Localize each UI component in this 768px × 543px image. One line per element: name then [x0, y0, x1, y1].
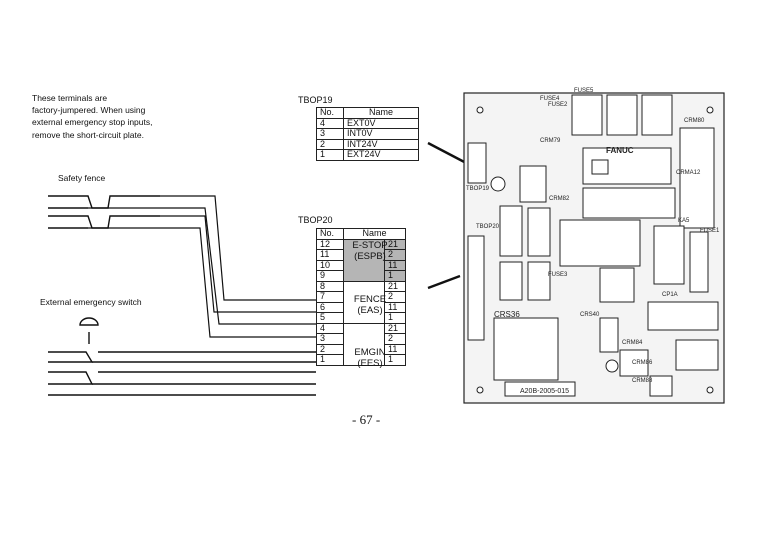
note-line-4: remove the short-circuit plate.	[32, 129, 144, 140]
row-no: 1	[316, 354, 344, 366]
emgin-name: EMGIN (EES)	[344, 347, 396, 369]
board-label-cp1a: CP1A	[662, 292, 678, 298]
circuit-board	[463, 92, 725, 404]
board-label-crma12: CRMA12	[676, 170, 701, 176]
row-no: 1	[316, 149, 344, 161]
table-header-row: No. Name	[316, 228, 406, 240]
pin-cell: 21	[384, 322, 406, 334]
row-no: 4	[316, 322, 344, 334]
row-no: 5	[316, 312, 344, 324]
external-switch-label: External emergency switch	[40, 297, 142, 307]
row-no: 9	[316, 270, 344, 282]
fence-wires	[88, 195, 316, 338]
jumper-note: These terminals are factory-jumpered. Wh…	[32, 92, 152, 141]
note-line-1: These terminals are	[32, 93, 108, 103]
group-name: EMGIN	[354, 347, 386, 358]
row-no: 3	[316, 333, 344, 345]
group-name: FENCE	[353, 294, 387, 305]
page-number: - 67 -	[352, 412, 381, 427]
row-no: 10	[316, 259, 344, 271]
pin-cell: 1	[384, 354, 406, 366]
col-name-header: Name	[343, 107, 419, 119]
board-label-fuse2: FUSE2	[548, 102, 568, 108]
tbop19-title: TBOP19	[298, 95, 333, 105]
board-label-fuse4: FUSE4	[540, 96, 560, 102]
row-name: EXT0V	[343, 117, 419, 129]
pin-cell: 2	[384, 333, 406, 345]
table-row: 8 21	[316, 280, 406, 324]
note-line-2: factory-jumpered. When using	[32, 105, 146, 116]
col-no-header: No.	[316, 228, 344, 240]
row-no: 4	[316, 117, 344, 129]
board-label-fuse3: FUSE3	[548, 272, 568, 278]
pin-cell: 21	[384, 280, 406, 292]
board-label-tbop20: TBOP20	[476, 224, 500, 230]
board-label-tbop19: TBOP19	[466, 186, 490, 192]
fence-name: FENCE (EAS)	[344, 294, 396, 316]
fanuc-logo-text: FANUC	[606, 146, 634, 155]
board-label-crm80: CRM80	[684, 118, 705, 124]
row-no: 8	[316, 280, 344, 292]
estop-name: E-STOP (ESPB)	[344, 240, 396, 262]
board-label-crm79: CRM79	[540, 138, 561, 144]
row-no: 2	[316, 138, 344, 150]
emergency-switch-symbol	[48, 317, 316, 396]
board-label-crs40: CRS40	[580, 312, 600, 318]
board-part-number: A20B-2005-015	[520, 388, 570, 395]
pin-cell: 21	[384, 238, 406, 250]
group-name: E-STOP	[352, 240, 388, 251]
row-no: 11	[316, 249, 344, 261]
table-header-row: No. Name	[316, 107, 419, 119]
table-row: 12 21	[316, 238, 406, 282]
board-label-crs36: CRS36	[494, 310, 520, 319]
row-name: INT0V	[343, 128, 419, 140]
board-label-fuse5: FUSE5	[574, 88, 594, 94]
board-label-crm84: CRM84	[622, 340, 643, 346]
row-no: 6	[316, 301, 344, 313]
row-no: 12	[316, 238, 344, 250]
group-subname: (EES)	[357, 358, 383, 369]
board-label-ka5: KA5	[678, 218, 690, 224]
row-name: EXT24V	[343, 149, 419, 161]
row-no: 7	[316, 291, 344, 303]
pin-cell: 1	[384, 270, 406, 282]
group-subname: (EAS)	[357, 305, 383, 316]
board-label-crm88: CRM88	[632, 378, 653, 384]
board-label-crm86: CRM86	[632, 360, 653, 366]
pointer-arrows	[427, 141, 471, 290]
group-subname: (ESPB)	[354, 251, 386, 262]
board-label-fuse1: FUSE1	[700, 228, 720, 234]
row-no: 3	[316, 128, 344, 140]
safety-fence-label: Safety fence	[58, 173, 106, 183]
tbop20-title: TBOP20	[298, 215, 333, 225]
safety-fence-symbol	[48, 195, 160, 229]
row-no: 2	[316, 343, 344, 355]
col-name-header: Name	[343, 228, 406, 240]
estop-cell	[343, 238, 385, 282]
board-label-crm82: CRM82	[549, 196, 570, 202]
col-no-header: No.	[316, 107, 344, 119]
row-name: INT24V	[343, 138, 419, 150]
note-line-3: external emergency stop inputs,	[32, 117, 153, 128]
emgin-cell	[343, 322, 385, 366]
